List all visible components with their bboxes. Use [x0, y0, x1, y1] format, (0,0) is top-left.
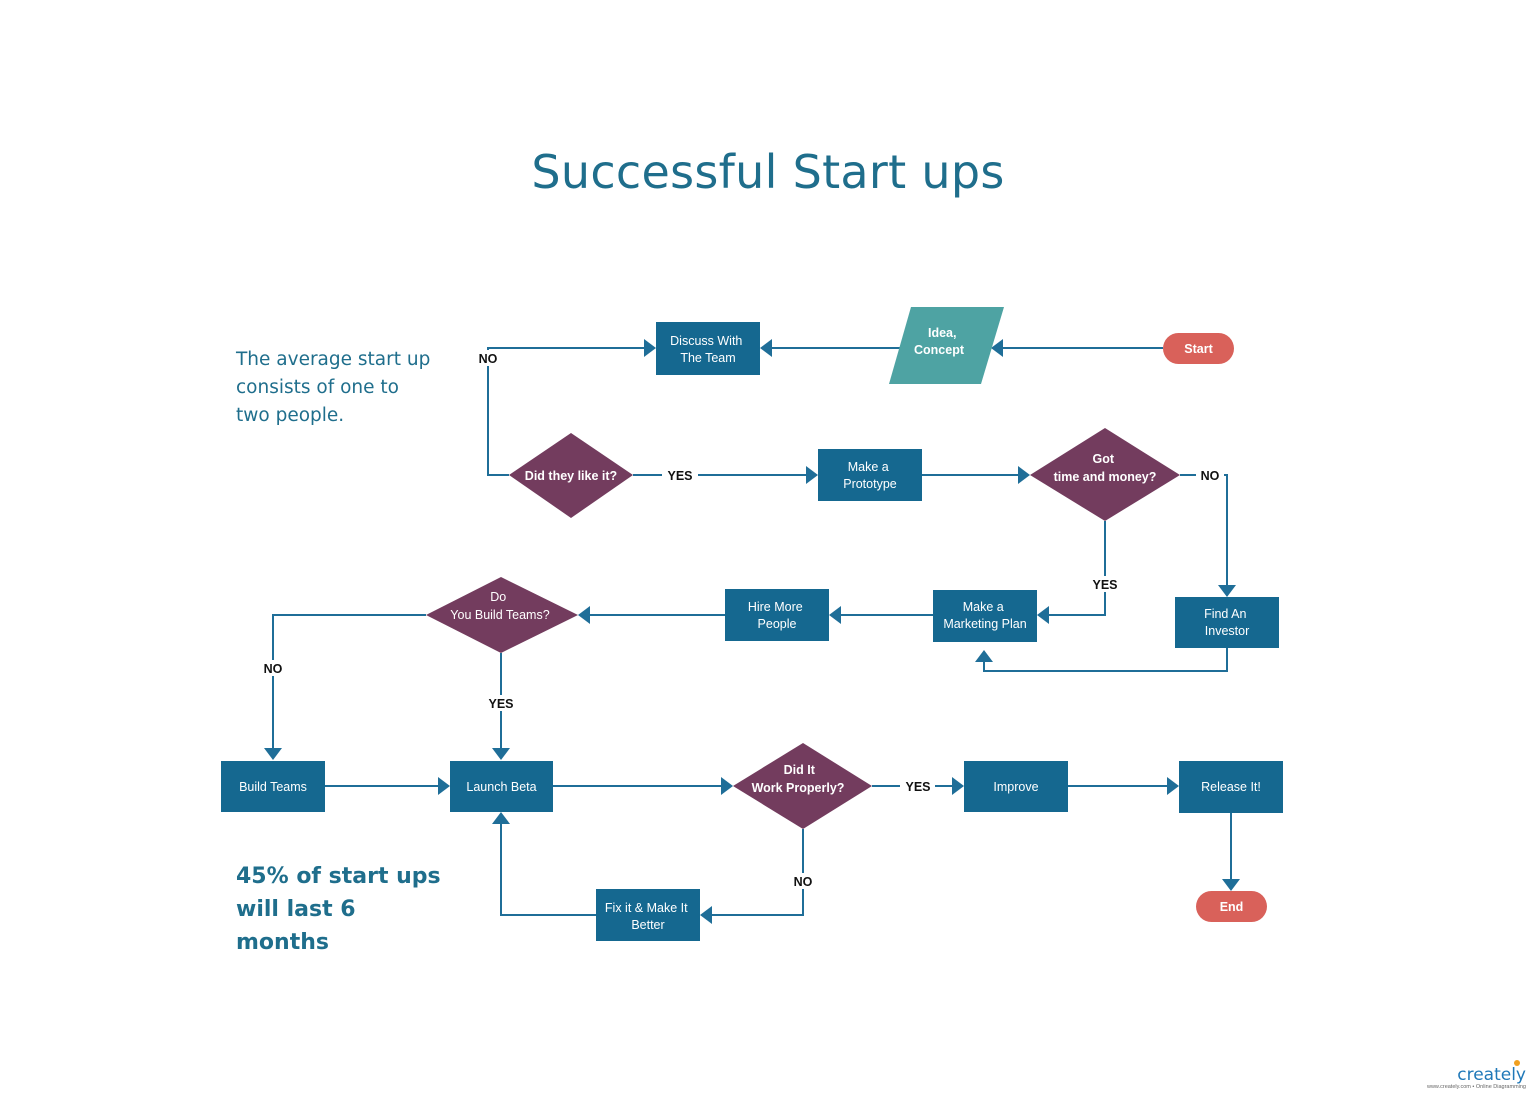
node-discuss-with-team: Discuss With The Team — [656, 322, 760, 375]
average-team-note: The average start up consists of one to … — [236, 349, 431, 426]
node-did-it-work-properly: Did It Work Properly? — [733, 743, 872, 829]
edge-labels: NO YES NO YES NO YES YES NO — [259, 350, 1224, 889]
edge-like-discuss — [487, 347, 645, 476]
page-title: Successful Start ups — [531, 145, 1005, 199]
node-work-label: Did It Work Properly? — [752, 763, 845, 795]
node-fix-label: Fix it & Make It Better — [605, 901, 691, 932]
label-time-yes: YES — [1092, 578, 1117, 592]
node-like-label: Did they like it? — [525, 469, 617, 483]
node-discuss-label: Discuss With The Team — [670, 334, 746, 365]
label-like-no: NO — [479, 352, 498, 366]
node-improve: Improve — [964, 761, 1068, 812]
logo-tagline: www.creately.com • Online Diagramming — [1426, 1084, 1526, 1090]
node-hire-more-people: Hire More People — [725, 589, 829, 641]
arrowhead-icon — [760, 339, 772, 357]
edge-buildq-buildteams — [272, 614, 426, 749]
node-got-time-and-money: Got time and money? — [1030, 428, 1180, 521]
edge-time-marketing — [1048, 521, 1106, 616]
node-build-q-label: Do You Build Teams? — [450, 590, 549, 622]
node-beta-label: Launch Beta — [466, 780, 536, 794]
creately-logo: creately www.creately.com • Online Diagr… — [1426, 1060, 1526, 1090]
arrowhead-icon — [1167, 777, 1179, 795]
node-idea-concept: Idea, Concept — [889, 307, 1004, 384]
label-work-no: NO — [794, 875, 813, 889]
node-idea-label: Idea, Concept — [914, 326, 965, 357]
node-did-they-like-it: Did they like it? — [509, 433, 633, 518]
node-prototype-label: Make a Prototype — [843, 460, 897, 491]
node-hire-label: Hire More People — [748, 600, 806, 631]
arrowhead-icon — [438, 777, 450, 795]
arrowhead-icon — [975, 650, 993, 662]
arrowhead-icon — [578, 606, 590, 624]
arrowhead-icon — [1037, 606, 1049, 624]
arrowhead-icon — [1018, 466, 1030, 484]
node-launch-beta: Launch Beta — [450, 761, 553, 812]
arrowhead-icon — [492, 748, 510, 760]
lightbulb-icon — [1514, 1060, 1520, 1066]
node-start-label: Start — [1184, 342, 1213, 356]
node-make-marketing-plan: Make a Marketing Plan — [933, 590, 1037, 642]
label-build-yes: YES — [488, 697, 513, 711]
arrowhead-icon — [264, 748, 282, 760]
node-end: End — [1196, 891, 1267, 922]
edge-fix-beta — [500, 824, 596, 916]
arrowhead-icon — [1218, 585, 1236, 597]
arrowhead-icon — [952, 777, 964, 795]
node-start: Start — [1163, 333, 1234, 364]
label-build-no: NO — [264, 662, 283, 676]
arrowhead-icon — [829, 606, 841, 624]
survival-stat-note: 45% of start ups will last 6 months — [236, 864, 441, 955]
node-investor-label: Find An Investor — [1204, 607, 1250, 638]
connectors — [264, 339, 1240, 924]
label-like-yes: YES — [667, 469, 692, 483]
edge-work-fix — [711, 829, 804, 916]
node-make-prototype: Make a Prototype — [818, 449, 922, 501]
node-do-you-build-teams: Do You Build Teams? — [426, 577, 578, 653]
node-release-it: Release It! — [1179, 761, 1283, 813]
arrowhead-icon — [492, 812, 510, 824]
label-time-no: NO — [1201, 469, 1220, 483]
arrowhead-icon — [991, 339, 1003, 357]
node-improve-label: Improve — [993, 780, 1038, 794]
arrowhead-icon — [1222, 879, 1240, 891]
node-find-an-investor: Find An Investor — [1175, 597, 1279, 648]
node-build-teams-label: Build Teams — [239, 780, 307, 794]
node-fix-it-make-it-better: Fix it & Make It Better — [596, 889, 700, 941]
edge-time-investor — [1180, 474, 1228, 586]
node-build-teams: Build Teams — [221, 761, 325, 812]
node-release-label: Release It! — [1201, 780, 1261, 794]
arrowhead-icon — [721, 777, 733, 795]
arrowhead-icon — [700, 906, 712, 924]
node-time-money-label: Got time and money? — [1054, 452, 1157, 484]
node-marketing-label: Make a Marketing Plan — [943, 600, 1026, 631]
logo-wordmark: creately — [1457, 1065, 1526, 1085]
label-work-yes: YES — [905, 780, 930, 794]
arrowhead-icon — [806, 466, 818, 484]
node-end-label: End — [1220, 900, 1244, 914]
edge-investor-marketing — [983, 648, 1228, 672]
arrowhead-icon — [644, 339, 656, 357]
